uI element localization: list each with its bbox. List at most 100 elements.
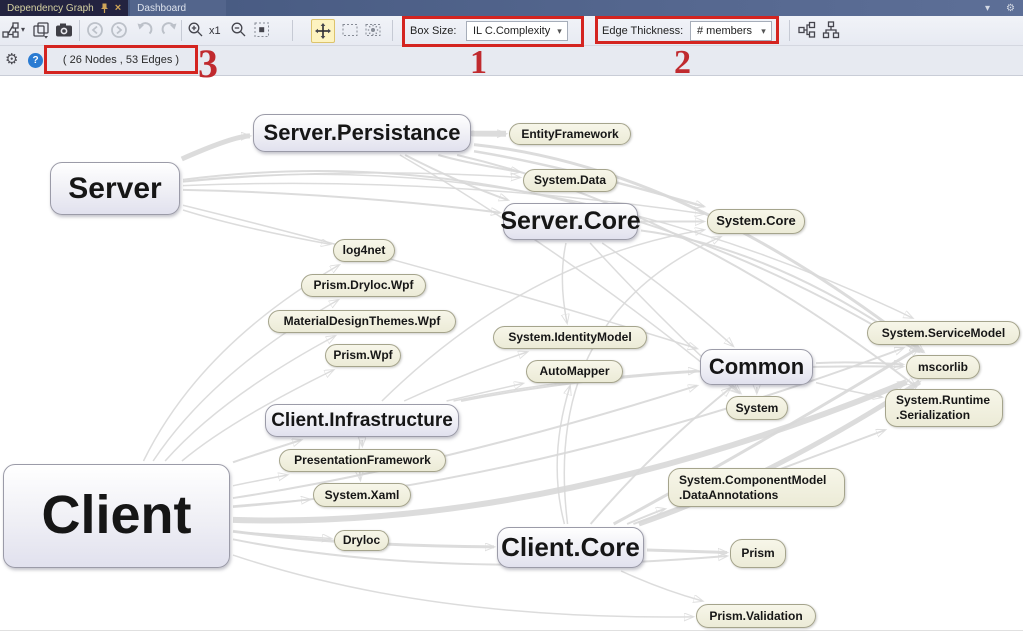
graph-edge <box>446 383 523 402</box>
window-gear-icon[interactable]: ⚙ <box>1006 2 1015 14</box>
graph-node-system-servicemodel[interactable]: System.ServiceModel <box>867 321 1020 345</box>
graph-edge <box>815 362 903 364</box>
box-size-label: Box Size: <box>410 25 457 37</box>
marquee-select-icon[interactable] <box>341 21 359 39</box>
graph-node-materialdesignthemes-wpf[interactable]: MaterialDesignThemes.Wpf <box>268 310 456 333</box>
pan-icon <box>315 23 331 39</box>
toolbar-separator <box>79 20 80 41</box>
graph-node-system-core[interactable]: System.Core <box>707 209 805 234</box>
graph-node-client-core[interactable]: Client.Core <box>497 527 644 568</box>
graph-edge <box>612 346 919 526</box>
graph-node-system-componentmodel-dataannotations[interactable]: System.ComponentModel .DataAnnotations <box>668 468 845 507</box>
tab-bar: Dependency Graph × Dashboard ▾ ⚙ <box>0 0 1023 16</box>
graph-edge <box>626 509 665 525</box>
navigate-forward-icon[interactable] <box>110 21 128 39</box>
graph-node-presentationframework[interactable]: PresentationFramework <box>279 449 446 472</box>
graph-edge <box>562 242 567 323</box>
graph-node-server-persistance[interactable]: Server.Persistance <box>253 114 471 152</box>
graph-edge <box>232 386 697 500</box>
zoom-out-icon[interactable] <box>230 21 248 39</box>
node-edge-count: ( 26 Nodes , 53 Edges ) <box>62 54 180 66</box>
graph-edge <box>232 440 301 464</box>
zoom-level-indicator[interactable]: x1 <box>209 25 221 37</box>
graph-edge <box>638 379 920 527</box>
graph-node-client-infrastructure[interactable]: Client.Infrastructure <box>265 404 459 437</box>
graph-edge <box>181 370 333 462</box>
graph-node-system-data[interactable]: System.Data <box>523 169 617 192</box>
graph-edge <box>182 172 520 183</box>
graph-node-system-identitymodel[interactable]: System.IdentityModel <box>493 326 647 349</box>
graph-node-prism-validation[interactable]: Prism.Validation <box>696 604 816 628</box>
graph-node-common[interactable]: Common <box>700 349 813 385</box>
graph-node-system[interactable]: System <box>726 396 788 420</box>
main-toolbar: ▾ x1 <box>0 16 1023 46</box>
new-diagram-icon[interactable] <box>32 21 50 39</box>
flow-left-right-layout-icon[interactable] <box>798 21 816 39</box>
graph-edge <box>438 154 520 172</box>
graph-edge <box>232 554 693 617</box>
graph-node-log4net[interactable]: log4net <box>333 239 395 262</box>
graph-edge <box>180 136 250 162</box>
graph-edge <box>646 550 727 553</box>
graph-node-client[interactable]: Client <box>3 464 230 568</box>
layout-graph-icon[interactable] <box>2 21 20 39</box>
edge-thickness-select[interactable]: # members ▾ <box>690 21 772 41</box>
box-size-value: IL C.Complexity <box>473 25 551 37</box>
navigate-back-icon[interactable] <box>86 21 104 39</box>
tabbar-spacer <box>226 0 977 16</box>
graph-node-automapper[interactable]: AutoMapper <box>526 360 623 383</box>
graph-node-prism[interactable]: Prism <box>730 539 786 568</box>
fit-to-screen-icon[interactable] <box>253 21 271 39</box>
flow-top-down-layout-icon[interactable] <box>822 21 840 39</box>
graph-settings-gear-icon[interactable]: ⚙ <box>5 51 19 68</box>
tab-dashboard-label: Dashboard <box>137 2 187 14</box>
graph-edge <box>232 538 727 566</box>
graph-node-prism-wpf[interactable]: Prism.Wpf <box>325 344 401 367</box>
redo-icon[interactable] <box>160 21 178 39</box>
graph-edge <box>460 366 903 402</box>
graph-node-server-core[interactable]: Server.Core <box>500 203 641 240</box>
graph-node-system-runtime-serialization[interactable]: System.Runtime .Serialization <box>885 389 1003 427</box>
tab-dashboard[interactable]: Dashboard <box>130 0 227 16</box>
tab-dependency-graph[interactable]: Dependency Graph × <box>0 0 129 16</box>
graph-edge <box>601 242 733 346</box>
graph-edge <box>473 143 924 352</box>
graph-node-dryloc[interactable]: Dryloc <box>334 530 389 551</box>
zoom-in-icon[interactable] <box>187 21 205 39</box>
graph-edge <box>815 381 882 397</box>
box-size-caret-icon: ▾ <box>557 25 562 36</box>
graph-edge <box>232 475 287 487</box>
graph-node-system-xaml[interactable]: System.Xaml <box>313 483 411 507</box>
graph-edge <box>620 570 702 601</box>
pan-tool-button[interactable] <box>311 19 335 43</box>
canvas-bottom-line <box>0 630 1023 631</box>
camera-icon[interactable] <box>55 21 73 39</box>
undo-icon[interactable] <box>136 21 154 39</box>
help-icon[interactable]: ? <box>28 53 43 68</box>
chevron-down-icon[interactable]: ▾ <box>985 2 991 14</box>
graph-edge <box>589 388 731 525</box>
toolbar-separator <box>292 20 293 41</box>
graph-edge <box>399 154 739 393</box>
box-size-select[interactable]: IL C.Complexity ▾ <box>466 21 568 41</box>
zoom-to-selection-icon[interactable] <box>364 21 382 39</box>
pin-icon[interactable] <box>99 2 110 14</box>
edge-thickness-caret-icon: ▾ <box>761 25 766 36</box>
graph-node-mscorlib[interactable]: mscorlib <box>906 355 980 379</box>
graph-edge <box>182 173 912 318</box>
toolbar-separator <box>392 20 393 41</box>
graph-node-entityframework[interactable]: EntityFramework <box>509 123 631 145</box>
edge-thickness-value: # members <box>697 25 753 37</box>
graph-edge <box>182 188 500 213</box>
graph-node-prism-dryloc-wpf[interactable]: Prism.Dryloc.Wpf <box>301 274 426 297</box>
graph-edge <box>556 386 570 525</box>
graph-edge <box>381 230 704 402</box>
close-icon[interactable]: × <box>114 2 122 14</box>
graph-edge <box>182 169 919 352</box>
graph-edge <box>164 336 335 462</box>
layout-dropdown-caret-icon[interactable]: ▾ <box>21 25 26 34</box>
graph-edge <box>404 154 508 200</box>
toolbar-separator <box>181 20 182 41</box>
graph-node-server[interactable]: Server <box>50 162 180 215</box>
